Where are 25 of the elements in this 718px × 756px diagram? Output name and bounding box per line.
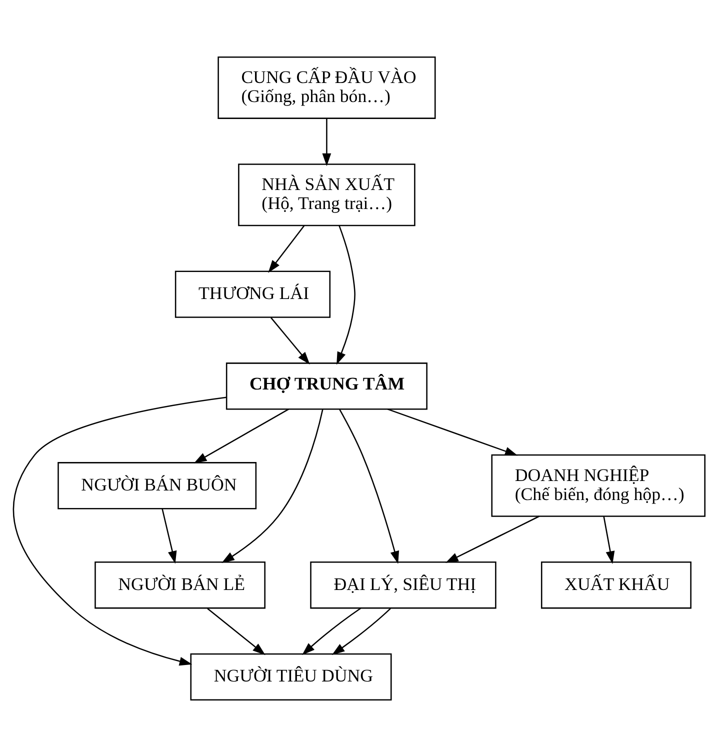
- node-box: NGƯỜI BÁN BUÔN: [58, 462, 257, 509]
- node-box: NGƯỜI BÁN LẺ: [94, 561, 266, 608]
- arrow: [222, 408, 324, 562]
- arrow: [162, 508, 177, 564]
- arrow: [268, 224, 305, 272]
- arrow: [603, 516, 615, 564]
- node-box: ĐẠI LÝ, SIÊU THỊ: [310, 561, 496, 608]
- arrow: [207, 607, 266, 655]
- arrow: [446, 515, 540, 562]
- arrow: [339, 408, 400, 564]
- node-box: NGƯỜI TIÊU DÙNG: [190, 652, 392, 700]
- node-box: XUẤT KHẨU: [540, 561, 692, 608]
- arrow: [302, 607, 362, 655]
- arrow: [332, 607, 391, 654]
- node-box: NHÀ SẢN XUẤT (Hộ, Trang trại…): [238, 163, 416, 226]
- arrow: [194, 408, 289, 463]
- node-box: CUNG CẤP ĐẦU VÀO (Giống, phân bón…): [218, 56, 436, 118]
- arrow: [13, 396, 226, 666]
- arrow: [322, 118, 332, 166]
- node-box: DOANH NGHIỆP (Chế biến, đóng hộp…): [491, 454, 706, 516]
- arrow: [270, 316, 310, 364]
- node-box: THƯƠNG LÁI: [174, 270, 331, 318]
- arrow: [387, 408, 518, 456]
- arrow: [336, 224, 356, 364]
- node-box: CHỢ TRUNG TÂM: [226, 362, 428, 410]
